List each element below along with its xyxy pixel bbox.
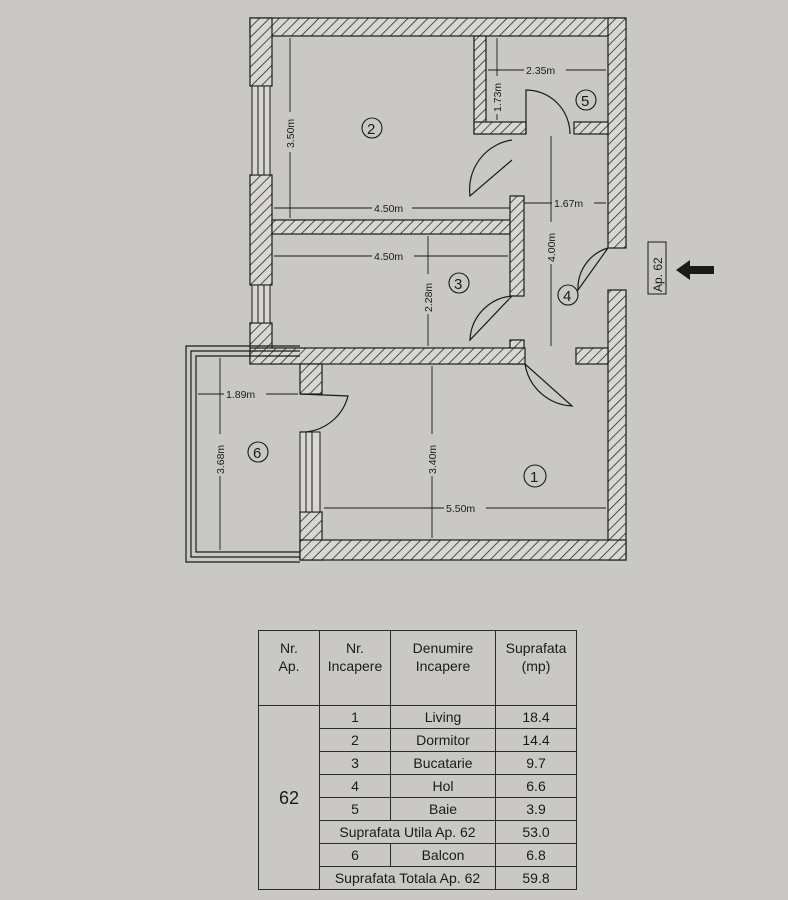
room-area: 6.8 — [495, 843, 577, 867]
dim-r5-width: 2.35m — [526, 65, 555, 77]
table-row: 5 Baie 3.9 — [259, 797, 577, 821]
room-2-number: 2 — [367, 121, 375, 138]
living-door — [524, 363, 574, 407]
room-area: 3.9 — [495, 797, 577, 821]
arrow-left-icon — [676, 260, 714, 280]
room-name: Dormitor — [390, 728, 496, 752]
dim-r1-width: 5.50m — [446, 503, 475, 515]
entrance-label: Ap. 62 — [651, 257, 665, 292]
dim-r2-width: 4.50m — [374, 203, 403, 215]
room-name: Living — [390, 705, 496, 729]
table-row: 4 Hol 6.6 — [259, 774, 577, 798]
wall-2-3 — [271, 219, 513, 235]
room-name: Baie — [390, 797, 496, 821]
total-area-value: 59.8 — [495, 866, 577, 890]
dim-balcony-width: 1.89m — [226, 389, 255, 401]
header-nr-incapere: Nr.Incapere — [319, 630, 391, 706]
table-row: 3 Bucatarie 9.7 — [259, 751, 577, 775]
room-area: 18.4 — [495, 705, 577, 729]
room-nr: 1 — [319, 705, 391, 729]
balcony-door — [299, 393, 349, 433]
wall-right-2 — [607, 289, 627, 561]
room-nr: 6 — [319, 843, 391, 867]
bath-wall-bottom-1 — [473, 121, 527, 135]
room-6-number: 6 — [253, 445, 261, 462]
bath-wall-left — [473, 35, 487, 135]
room-4-number: 4 — [563, 288, 571, 305]
total-area-label: Suprafata Totala Ap. 62 — [319, 866, 496, 890]
wall-bottom — [299, 539, 627, 561]
wall-top — [249, 17, 626, 37]
room-area: 9.7 — [495, 751, 577, 775]
dim-r3-height: 2.28m — [423, 283, 435, 312]
apartment-number: 62 — [258, 705, 320, 890]
balcony-outline — [185, 345, 300, 563]
room-area: 14.4 — [495, 728, 577, 752]
bath-wall-bottom-2 — [573, 121, 609, 135]
total-area-row: Suprafata Totala Ap. 62 59.8 — [259, 866, 577, 890]
dim-hall-length: 4.00m — [546, 233, 558, 262]
table-row: 62 1 Living 18.4 — [258, 705, 577, 890]
header-nr-ap: Nr.Ap. — [258, 630, 320, 706]
room-name: Hol — [390, 774, 496, 798]
room-area: 6.6 — [495, 774, 577, 798]
entrance-door — [577, 247, 609, 292]
useful-area-row: Suprafata Utila Ap. 62 53.0 — [259, 820, 577, 844]
kitchen-door — [469, 295, 514, 342]
floor-plan: 3.50m 4.50m 2.35m 1.73m 1.67m 4.00m 4.50… — [185, 17, 714, 563]
table-row: 2 Dormitor 14.4 — [259, 728, 577, 752]
wall-right-1 — [607, 17, 627, 249]
room-number-circles — [247, 89, 597, 488]
room2-door — [468, 139, 513, 198]
room-nr: 2 — [319, 728, 391, 752]
windows — [251, 85, 321, 513]
dim-r3-width: 4.50m — [374, 251, 403, 263]
dim-balcony-height: 3.68m — [215, 445, 227, 474]
room-nr: 3 — [319, 751, 391, 775]
room-name: Balcon — [390, 843, 496, 867]
entrance-label-box — [647, 241, 667, 295]
useful-area-label: Suprafata Utila Ap. 62 — [319, 820, 496, 844]
room-nr: 4 — [319, 774, 391, 798]
doors — [299, 89, 609, 433]
room-nr: 5 — [319, 797, 391, 821]
header-suprafata: Suprafata(mp) — [495, 630, 577, 706]
useful-area-value: 53.0 — [495, 820, 577, 844]
room-name: Bucatarie — [390, 751, 496, 775]
dimension-labels: 3.50m 4.50m 2.35m 1.73m 1.67m 4.00m 4.50… — [214, 64, 594, 515]
room-3-number: 3 — [454, 276, 462, 293]
room-5-number: 5 — [581, 93, 589, 110]
wall-left-2 — [249, 174, 273, 286]
dim-r1-height: 3.40m — [427, 445, 439, 474]
room-1-number: 1 — [530, 469, 538, 486]
wall-left-1 — [249, 17, 273, 87]
wall-4-1 — [575, 347, 609, 365]
wall-3-4-a — [509, 195, 525, 297]
wall-living-left-1 — [299, 363, 323, 395]
dim-hall-width: 1.67m — [554, 198, 583, 210]
bath-door — [525, 89, 571, 135]
dim-r5-height: 1.73m — [492, 83, 504, 112]
dim-r2-height: 3.50m — [285, 119, 297, 148]
